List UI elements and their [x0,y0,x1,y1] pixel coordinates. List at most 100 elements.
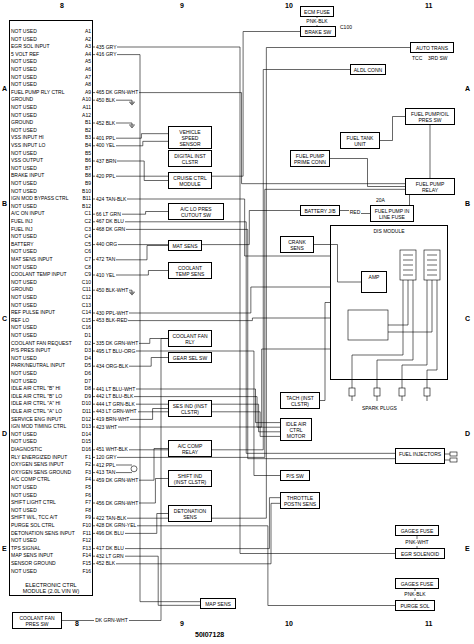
grid-reference: C [2,315,7,322]
pin-name: NOT USED [11,302,37,309]
wire [314,245,361,283]
wire [320,303,330,401]
pin-number: B5 [85,150,91,157]
component-box: EGR SOLENOID [395,548,445,559]
pin-name: NOT USED [11,279,37,286]
pin-number: C16 [82,324,91,331]
pin-name: PURGE SOL CTRL [11,522,54,529]
grid-reference: D [2,430,7,437]
coil-winding [403,275,413,276]
component-box: GAGES FUSE [395,578,439,589]
wire-color: PNK-WHT [404,539,429,546]
pin-name: MAT SENS INPUT [11,256,53,263]
pin-number: A7 [85,74,91,81]
grid-reference: 9 [180,2,184,9]
wire [388,325,408,326]
wire-color: 400 YEL [95,142,116,149]
pin-number: F15 [82,560,91,567]
pin-name: NOT USED [11,264,37,271]
pin-number: F16 [82,568,91,575]
pin-name: GROUND [11,96,33,103]
component-box: CRANK SENS [280,236,314,253]
pin-name: NOT USED [11,203,37,210]
pin-number: C11 [82,286,91,293]
pin-number: D4 [85,355,91,362]
pin-name: NOT USED [11,438,37,445]
pin-number: F7 [85,499,91,506]
wire-color: 472 TAN [95,256,116,263]
coil-winding [403,260,413,261]
component-box: SHIFT IND (INST CLSTR) [168,470,212,487]
component-name: CRUISE CTRL MODULE [171,175,209,187]
pin-number: F8 [85,507,91,514]
ground-symbol [129,102,135,103]
spark-plug [427,396,428,401]
wire [93,449,168,481]
pin-number: D1 [85,332,91,339]
grid-reference: E [2,545,7,552]
wire [62,339,168,621]
pin-name: SHIFT W/L, TCC A/T [11,514,58,521]
wire [93,349,330,427]
component-name: CRANK SENS [283,239,311,251]
component-name: ECM FUSE [303,9,331,15]
wire [409,195,410,205]
pin-number: B11 [82,195,91,202]
ground-symbol [131,104,133,105]
wire [388,332,432,333]
pin-number: A9 [85,89,91,96]
pin-name: NOT USED [11,378,37,385]
component-box: IDLE AIR CTRL MOTOR [280,418,312,441]
component-name: BRAKE SW [303,29,333,35]
component-name: GEAR SEL SW [171,355,209,361]
wire-color: 435 GRY [95,44,117,51]
spark-plug [377,396,378,401]
coil-winding [403,255,413,256]
pin-number: D6 [85,370,91,377]
wire-color: 443 LT GRN-WHT [95,408,138,415]
wire-color: PNK-BLK [403,591,426,598]
pin-number: D15 [82,438,91,445]
component-box: BATTERY J/B [300,205,340,216]
wire-color: 467 DK BLU [95,218,125,225]
grid-reference: 9 [180,620,184,627]
spark-plug [399,388,405,396]
wire-color: 437 BRN [95,158,117,165]
pin-name: NOT USED [11,248,37,255]
pin-name: FUEL PUMP RLY CTRL [11,89,64,96]
pin-name: NOT USED [11,431,37,438]
coil-winding [403,265,413,266]
pin-number: F11 [83,530,91,537]
grid-reference: A [2,85,7,92]
wire-color: 401 PPL [95,135,116,142]
pin-name: NOT USED [11,104,37,111]
pin-number: C10 [82,279,91,286]
component-box: COOLANT FAN RLY [168,330,212,347]
wire [432,280,433,332]
wire-color: 450 BLK-WHT [95,287,129,294]
pin-number: A10 [82,96,91,103]
pin-name: DETONATION SENS INPUT [11,530,75,537]
component-name: FUEL PUMP PRIME CONN [293,153,327,165]
wire [93,229,395,458]
component-box: AMP [361,271,387,293]
component-box: COOLANT TEMP SENS [168,262,212,279]
component-box: SES IND (INST CLSTR) [168,400,212,417]
pin-number: C5 [85,241,91,248]
wire [93,526,395,606]
component-box: FUEL PUMP/OIL PRES SW [405,108,455,125]
component-box: BRAKE SW [300,26,336,37]
component-name: IDLE AIR CTRL MOTOR [283,421,309,439]
spark-plug [349,388,355,396]
pin-number: F9 [85,514,91,521]
component-box: FUEL PUMP RELAY [405,178,455,195]
grid-reference: E [465,545,470,552]
component-name: MAP SENS [203,601,233,607]
pin-name: GROUND [11,119,33,126]
injector-symbol [450,452,457,456]
component-box: COOLANT FAN PRES SW [12,612,62,629]
component-name: AUTO TRANS [413,45,451,51]
pin-number: B3 [85,134,91,141]
wire [93,32,300,177]
component-name: FUEL PUMP RELAY [408,181,452,193]
